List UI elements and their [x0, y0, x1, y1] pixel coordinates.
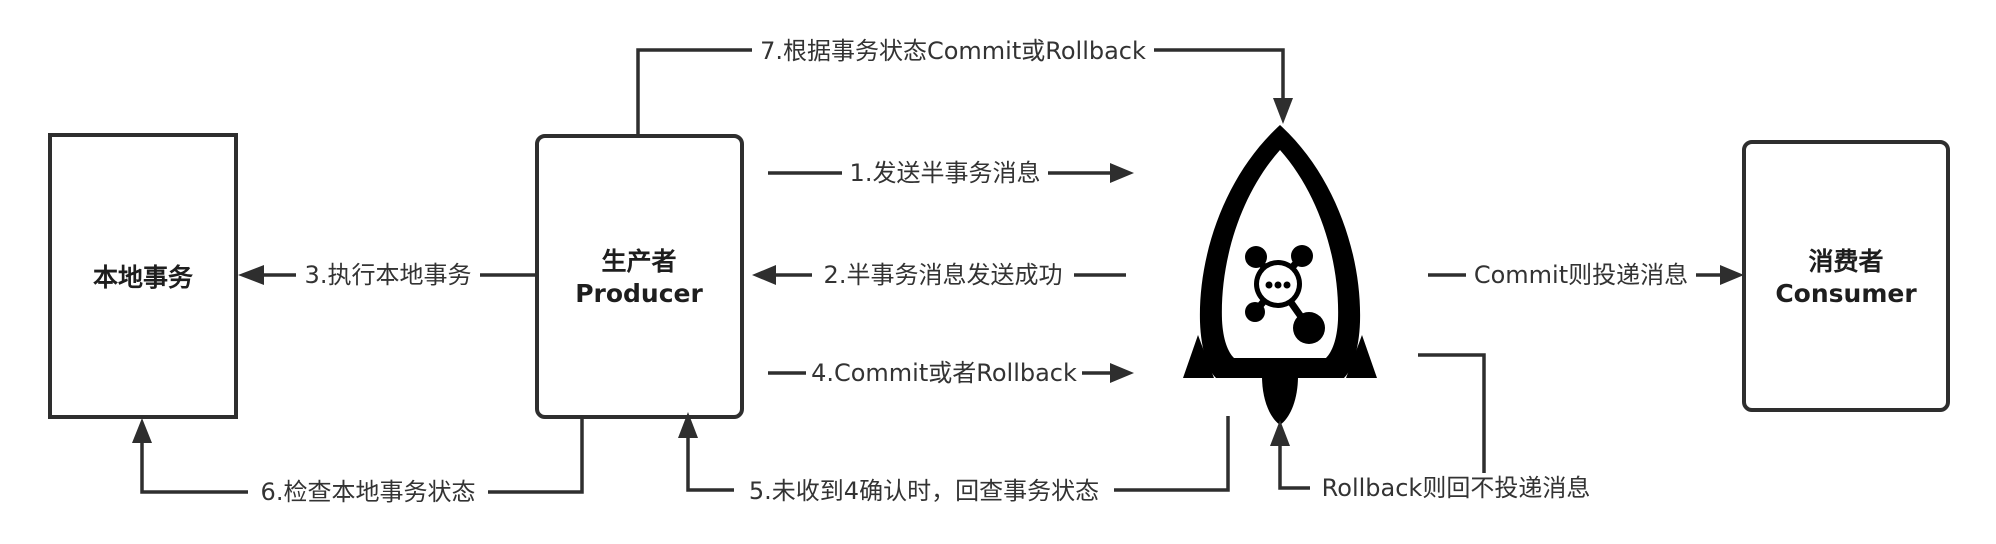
producer-node: 生产者 Producer: [535, 134, 744, 419]
local-transaction-box: [48, 133, 238, 419]
edge-label-3: 3.执行本地事务: [305, 261, 472, 289]
arrow-right-icon: [1110, 363, 1134, 383]
arrow-down-icon: [1273, 98, 1293, 124]
producer-box: [535, 134, 744, 419]
consumer-title: 消费者: [1808, 247, 1883, 276]
edge-6: 6.检查本地事务状态: [132, 417, 584, 507]
edge-label-5: 5.未收到4确认时，回查事务状态: [749, 477, 1099, 505]
edge-rollback: Rollback则回不投递消息: [1270, 353, 1602, 503]
edge-2: 2.半事务消息发送成功: [752, 260, 1126, 290]
arrow-left-icon: [752, 265, 776, 285]
consumer-node: 消费者 Consumer: [1742, 140, 1950, 412]
edge-label-commit: Commit则投递消息: [1474, 261, 1688, 289]
producer-subtitle: Producer: [575, 279, 703, 308]
edge-commit: Commit则投递消息: [1428, 260, 1744, 290]
local-transaction-title: 本地事务: [93, 263, 193, 292]
arrow-up-icon: [678, 412, 698, 438]
arrow-up-icon: [1270, 420, 1290, 446]
arrow-up-icon: [132, 418, 152, 443]
local-transaction-node: 本地事务: [48, 133, 238, 419]
edge-3: 3.执行本地事务: [238, 260, 537, 290]
producer-title: 生产者: [601, 247, 676, 276]
edge-label-rollback: Rollback则回不投递消息: [1322, 474, 1591, 502]
rocket-flame-icon: [1262, 376, 1298, 425]
rocket-right-fin-icon: [1346, 335, 1377, 378]
arrow-right-icon: [1720, 265, 1744, 285]
edge-label-4: 4.Commit或者Rollback: [811, 359, 1077, 387]
rocket-left-fin-icon: [1183, 335, 1214, 378]
edge-label-1: 1.发送半事务消息: [850, 159, 1041, 187]
arrow-left-icon: [238, 265, 264, 285]
edge-label-2: 2.半事务消息发送成功: [824, 261, 1063, 289]
edge-5: 5.未收到4确认时，回查事务状态: [678, 412, 1230, 505]
edge-1: 1.发送半事务消息: [768, 158, 1134, 188]
rocket-icon: [1183, 125, 1377, 425]
edge-label-7: 7.根据事务状态Commit或Rollback: [760, 37, 1146, 65]
arrow-right-icon: [1110, 163, 1134, 183]
consumer-box: [1742, 140, 1950, 412]
rocket-hull-icon: [1199, 125, 1361, 378]
rocket-emblem-icon: [1245, 245, 1325, 344]
edge-7: 7.根据事务状态Commit或Rollback: [636, 36, 1293, 136]
edge-label-6: 6.检查本地事务状态: [261, 478, 476, 506]
consumer-subtitle: Consumer: [1775, 279, 1917, 308]
edge-4: 4.Commit或者Rollback: [768, 358, 1134, 388]
